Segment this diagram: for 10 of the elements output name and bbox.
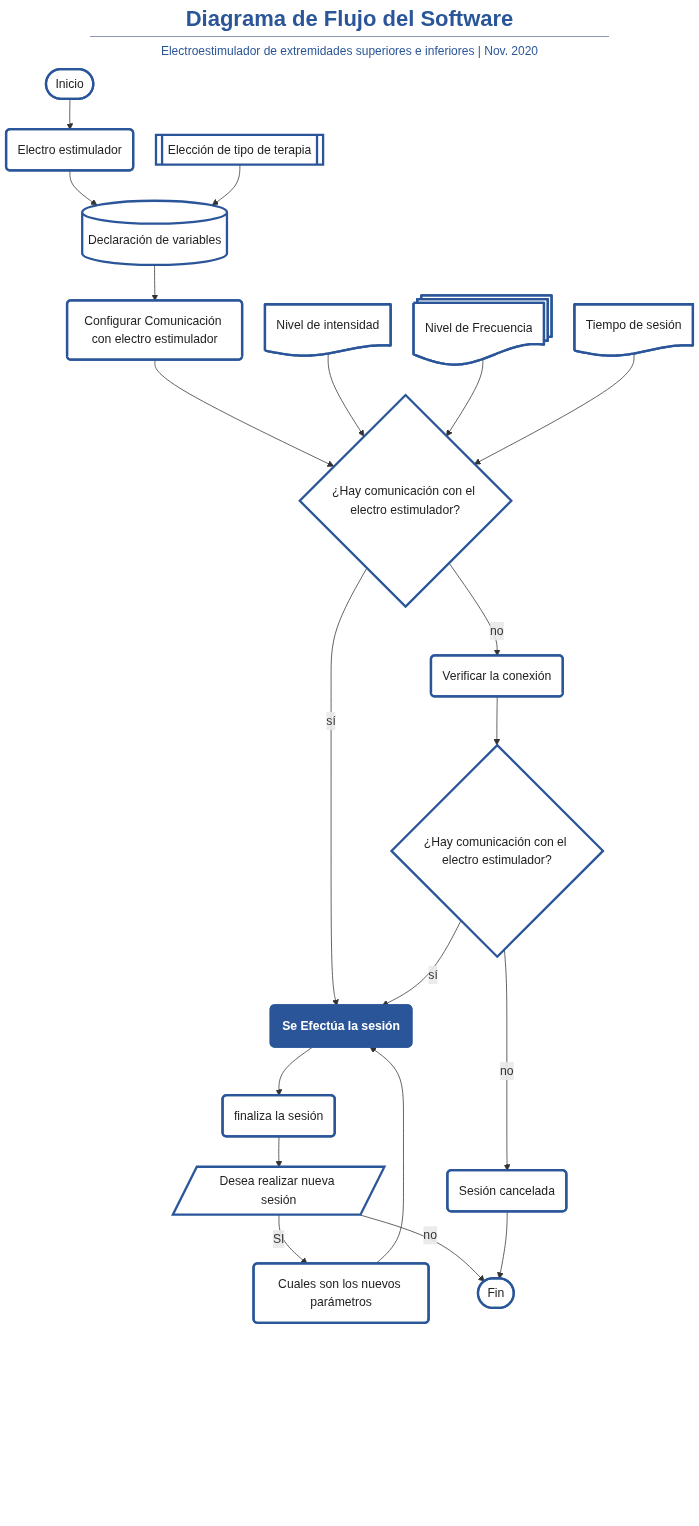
edge-label: no xyxy=(490,624,504,638)
node-diamond: ¿Hay comunicación con el electro estimulador? xyxy=(298,393,513,609)
edge-label: sí xyxy=(428,967,438,981)
edge-label: sí xyxy=(326,713,336,727)
edge-label: no xyxy=(500,1064,514,1077)
edge-label: SI xyxy=(272,1232,285,1246)
subtitle: Electroestimulador de extremidades superiores e inferiores | Nov. 2020 xyxy=(160,44,539,58)
edge-label: no xyxy=(423,1228,437,1242)
node-diamond: ¿Hay comunicación con el electro estimulador? xyxy=(389,743,605,959)
title: Diagrama de Flujo del Software xyxy=(185,6,514,32)
